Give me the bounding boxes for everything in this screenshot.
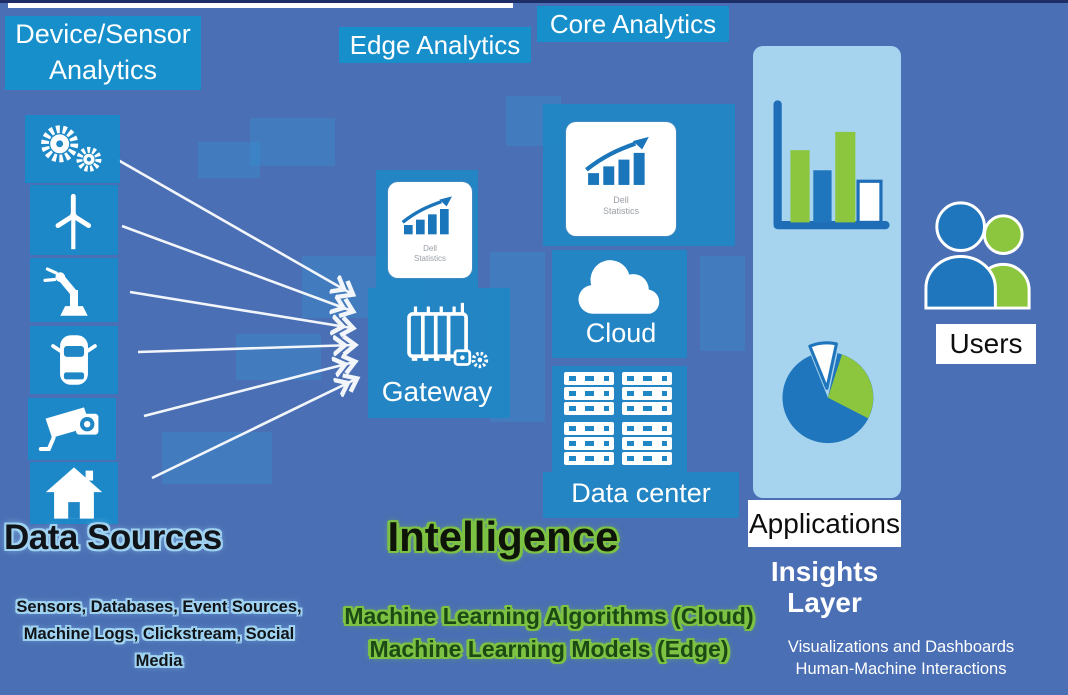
data-source-home [30,462,118,524]
data-sources-title: Data Sources [4,518,284,558]
applications-label-text: Applications [749,507,900,539]
background-patch [368,288,510,418]
data-source-turbine [30,185,118,255]
data-source-camera [28,398,116,460]
statistics-card-icon [401,196,452,235]
wind-turbine-icon [55,193,92,250]
edge-analytics-label: Edge Analytics [339,27,531,63]
intelligence-line1: Machine Learning Algorithms (Cloud) [344,603,754,629]
robot-arm-icon [43,267,88,316]
smart-home-icon [45,467,103,519]
cloud-icon-wrap [566,250,674,322]
gears-icon [40,125,101,172]
users-icon-wrap [918,196,1042,312]
background-patch [198,142,260,178]
pie-chart-icon [782,341,874,444]
device-sensor-analytics-label: Device/Sensor Analytics [5,16,201,90]
cloud-icon [578,260,660,314]
device-sensor-line1: Device/Sensor [15,19,191,50]
cloud-label-text: Cloud [585,318,657,348]
intelligence-title: Intelligence [368,513,638,561]
background-patch [236,334,321,380]
data-sources-title-text: Data Sources [4,518,222,557]
top-white-strip [8,3,513,8]
core-card-caption-line1: Dell [613,195,629,205]
intelligence-title-text: Intelligence [387,513,619,560]
insights-layer-title: Insights Layer [752,556,897,618]
insights-caption-line1: Visualizations and Dashboards [787,638,1015,656]
gateway-icon [407,302,489,369]
background-patch [700,256,745,351]
users-label-text: Users [949,328,1023,359]
data-sources-subtitle-line2: Machine Logs, Clickstream, Social Media [23,625,295,670]
core-statistics-card: Dell Statistics [566,122,676,236]
device-sensor-line2: Analytics [48,55,158,85]
data-source-car [30,326,118,394]
data-sources-subtitle-line1: Sensors, Databases, Event Sources, [16,598,302,616]
gateway-icon-wrap [398,298,490,374]
intelligence-line2: Machine Learning Models (Edge) [369,636,729,662]
gateway-label: Gateway [362,376,512,408]
insights-layer-line2: Layer [787,587,862,618]
background-patch [250,118,335,166]
insights-caption-line2: Human-Machine Interactions [795,660,1007,678]
background-patch [543,472,739,518]
data-source-gears [25,115,120,183]
users-label: Users [936,324,1036,364]
edge-statistics-card: Dell Statistics [388,182,472,278]
gateway-label-text: Gateway [381,376,493,407]
car-icon [51,335,97,385]
data-center-label-text: Data center [571,478,711,508]
edge-card-caption-line2: Statistics [413,253,446,263]
bar-chart-icon [773,100,890,230]
applications-label: Applications [748,500,901,547]
cloud-label: Cloud [566,318,676,349]
statistics-card-icon [585,136,649,185]
insights-captions: Visualizations and Dashboards Human-Mach… [745,636,1057,680]
data-center-icon [564,372,672,465]
data-sources-subtitle: Sensors, Databases, Event Sources, Machi… [0,594,318,675]
background-patch [162,432,272,484]
edge-card-caption-line1: Dell [423,244,437,253]
security-camera-icon [38,407,99,451]
edge-analytics-text: Edge Analytics [349,29,521,60]
top-border [0,0,1068,3]
insights-layer-line1: Insights [770,556,879,587]
data-center-icon-wrap [564,370,676,470]
intelligence-subtitle: Machine Learning Algorithms (Cloud) Mach… [333,600,765,666]
users-icon [924,201,1031,310]
core-card-caption-line2: Statistics [602,205,639,216]
core-analytics-label: Core Analytics [537,6,729,42]
data-center-label: Data center [543,478,739,509]
data-source-robot [30,258,118,322]
core-analytics-text: Core Analytics [549,8,717,39]
